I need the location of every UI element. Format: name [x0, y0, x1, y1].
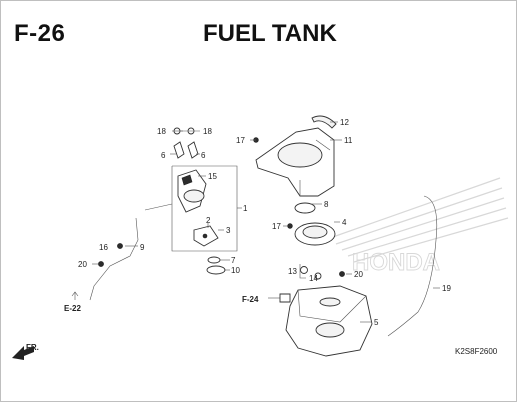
fuel-pump-unit — [177, 169, 207, 213]
callout-17-lower: 17 — [272, 222, 281, 231]
fuel-tank — [285, 285, 373, 357]
breather-tube — [387, 195, 438, 337]
collar-14 — [314, 272, 322, 280]
callout-19: 19 — [442, 284, 451, 293]
front-arrow-icon — [12, 346, 34, 360]
packing-10 — [206, 265, 226, 275]
part-callouts: 18 18 6 6 15 1 2 3 7 10 12 11 17 8 4 17 … — [78, 118, 451, 327]
section-code: F-26 — [14, 20, 66, 47]
callout-18-left: 18 — [157, 127, 166, 136]
grommet-13 — [300, 266, 308, 274]
fuel-level-sender — [193, 225, 219, 247]
callout-6-left: 6 — [161, 151, 166, 160]
o-ring-7 — [207, 256, 221, 264]
cap-ring-8 — [294, 202, 316, 214]
callout-6-right: 6 — [201, 151, 206, 160]
callout-20-right: 20 — [354, 270, 363, 279]
f24-connector — [279, 293, 291, 303]
callout-14: 14 — [309, 274, 318, 283]
callout-5: 5 — [374, 318, 379, 327]
hose-clamp-20 — [98, 261, 104, 267]
callout-13: 13 — [288, 267, 297, 276]
fuel-feed-hose — [89, 217, 139, 301]
collar-6-left — [173, 141, 185, 159]
page-title: FUEL TANK — [203, 20, 337, 47]
callout-16: 16 — [99, 243, 108, 252]
callout-20-left: 20 — [78, 260, 87, 269]
front-label: FR. — [26, 343, 39, 352]
cover-rubber-strip — [311, 115, 337, 129]
callout-15: 15 — [208, 172, 217, 181]
screw-lower — [287, 223, 293, 229]
callout-2: 2 — [206, 216, 211, 225]
figure-code: K2S8F2600 — [455, 347, 498, 356]
collar-6-right — [187, 141, 199, 159]
honda-watermark-text: HONDA — [352, 249, 440, 276]
ref-e22: E-22 — [64, 304, 81, 313]
callout-12: 12 — [340, 118, 349, 127]
callout-10: 10 — [231, 266, 240, 275]
callout-7: 7 — [231, 256, 236, 265]
filler-cap — [294, 222, 336, 246]
callout-3: 3 — [226, 226, 231, 235]
callout-18-right: 18 — [203, 127, 212, 136]
callout-1: 1 — [243, 204, 248, 213]
hose-clamp-16 — [117, 243, 123, 249]
callout-8: 8 — [324, 200, 329, 209]
clamp-20-right — [339, 271, 345, 277]
ref-f24: F-24 — [242, 295, 259, 304]
honda-wing-watermark: HONDA — [329, 177, 509, 276]
fuel-tank-cover — [255, 127, 335, 197]
e22-arrow — [71, 291, 79, 300]
leader-lines — [92, 121, 440, 323]
callout-17-upper: 17 — [236, 136, 245, 145]
assembly-1-bracket — [171, 165, 238, 252]
callout-9: 9 — [140, 243, 145, 252]
callout-4: 4 — [342, 218, 347, 227]
callout-11: 11 — [344, 136, 353, 145]
